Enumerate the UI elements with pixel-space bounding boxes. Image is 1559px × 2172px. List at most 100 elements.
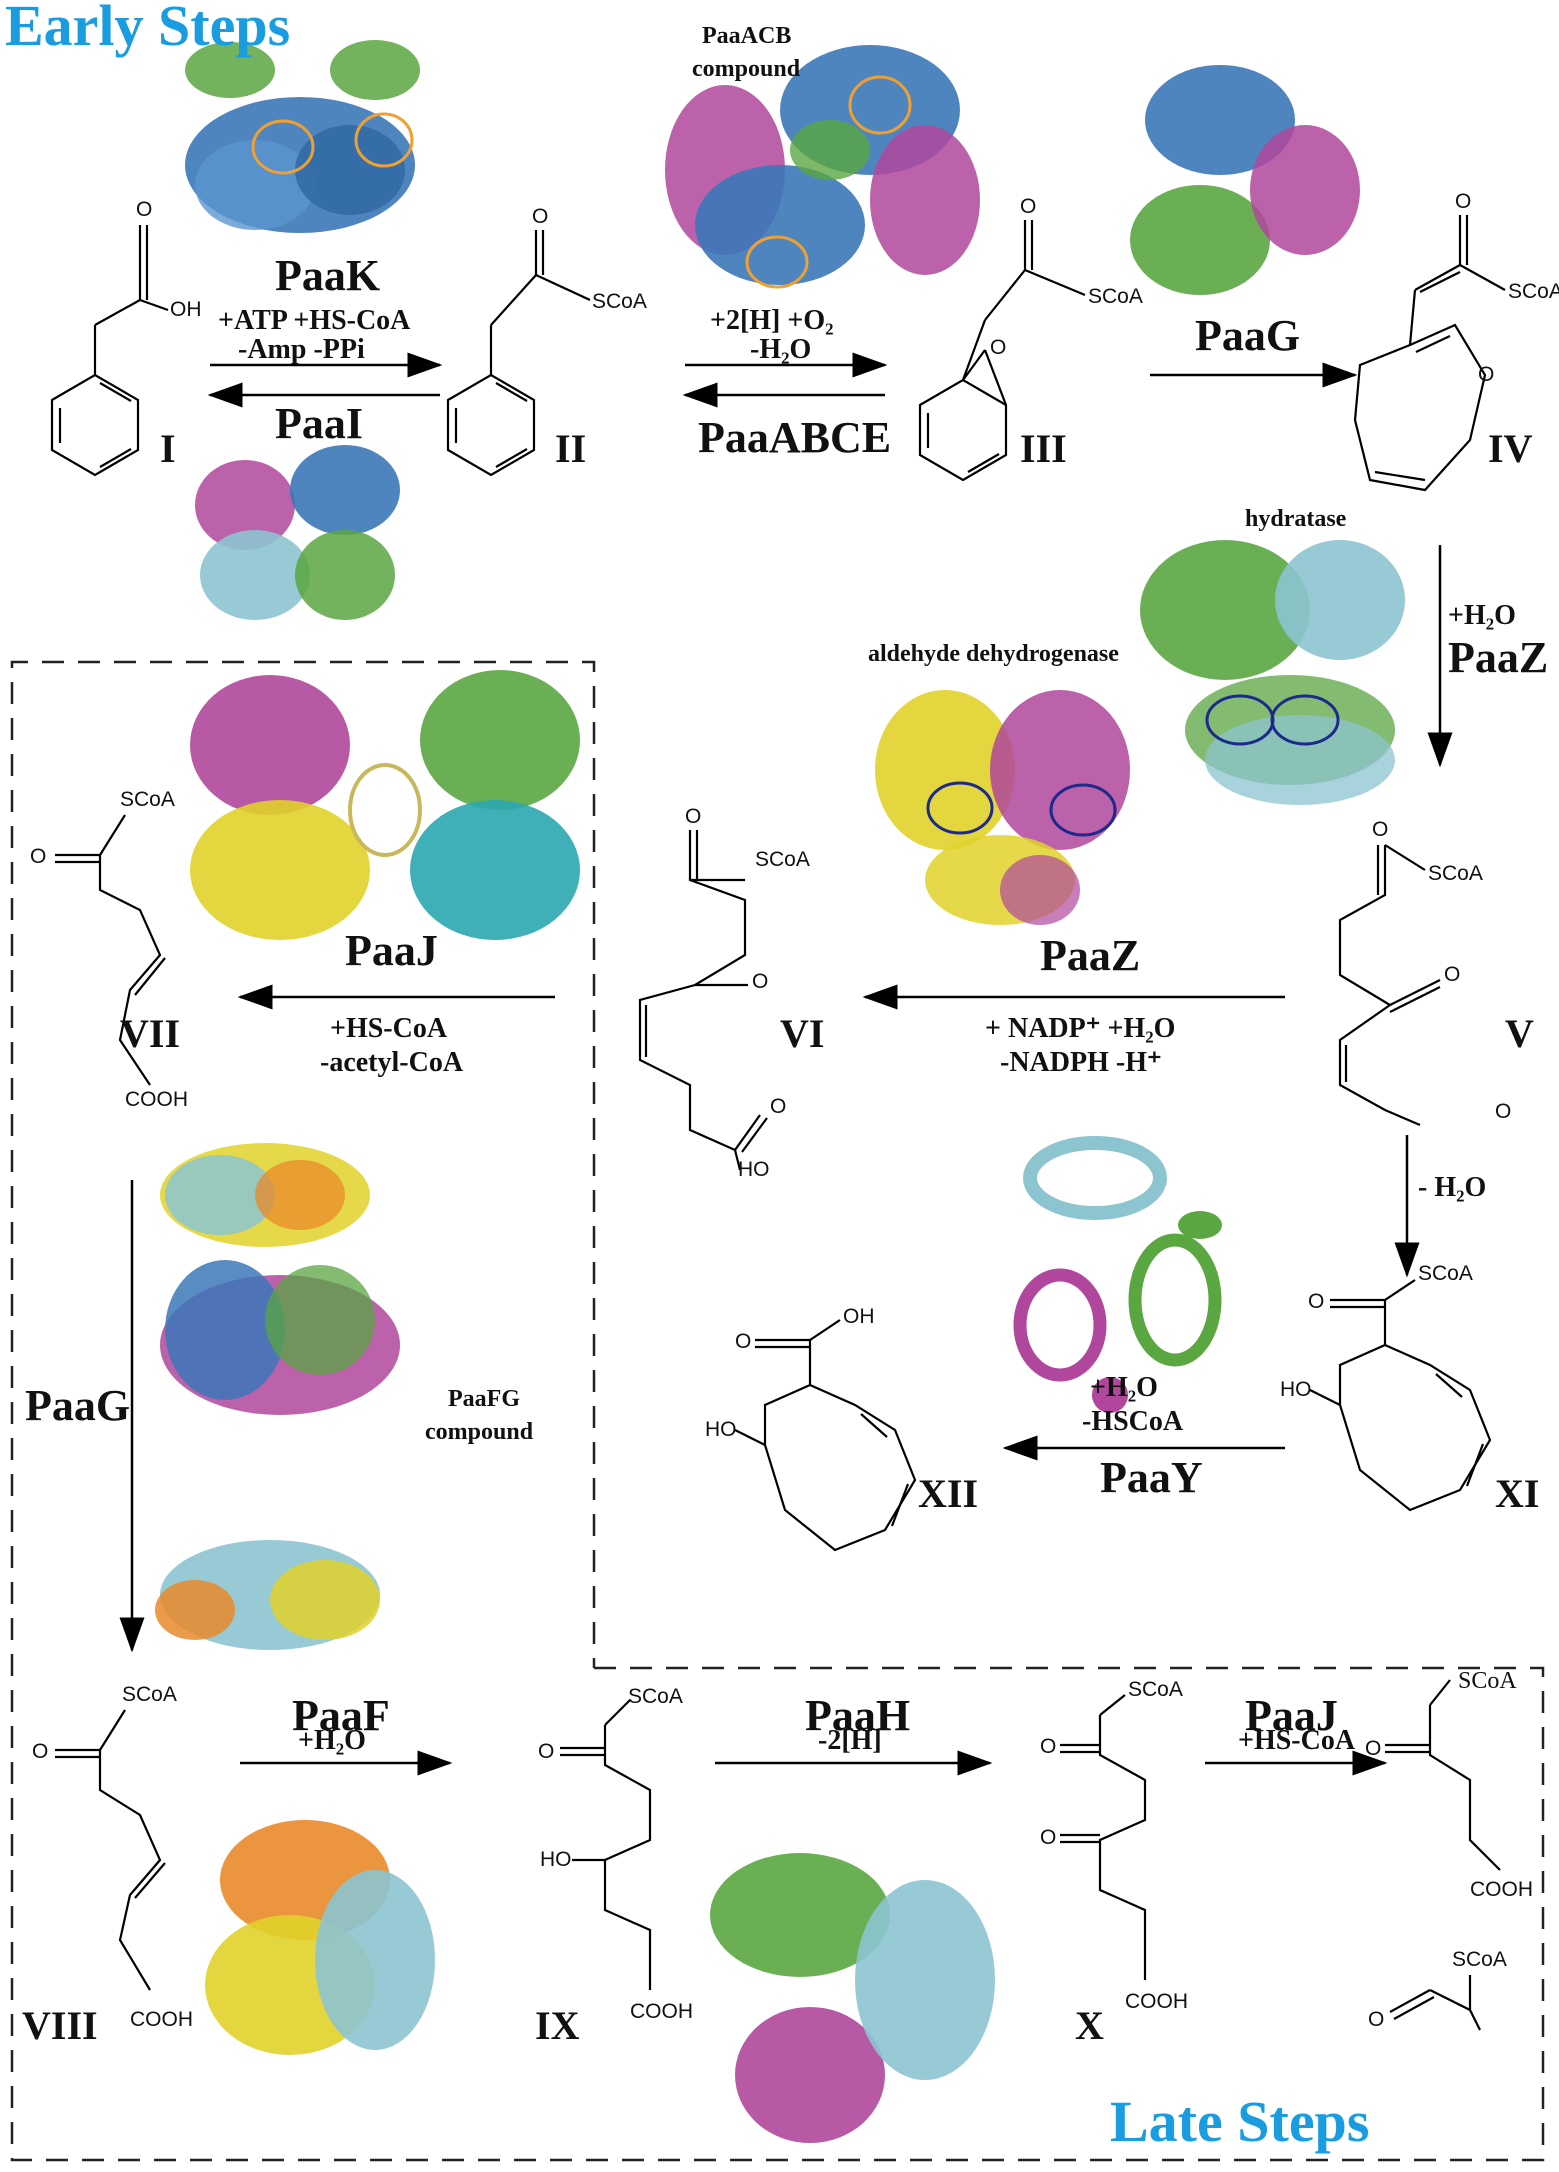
aldehyde-dehydrogenase-structure [875, 690, 1130, 925]
paafg-structure [155, 1143, 400, 1650]
compound-IV: IV [1488, 426, 1533, 471]
paag-top-structure [1130, 65, 1360, 295]
atom-label: O [1365, 1737, 1382, 1760]
atom-label: O [1040, 1735, 1057, 1758]
enzyme-paaj-bottom: PaaJ [1245, 1691, 1338, 1740]
cond-paaf-1: +H₂O [298, 1725, 366, 1756]
atom-label: O [1308, 1290, 1325, 1313]
atom-label: O [1368, 2008, 1385, 2031]
label-paaacb-2: compound [692, 56, 801, 82]
atom-label: O [1455, 190, 1472, 213]
enzyme-paah: PaaH [805, 1691, 911, 1740]
enzyme-paag-top: PaaG [1195, 311, 1301, 360]
enzyme-paai: PaaI [275, 399, 363, 448]
cond-paak-2: -Amp -PPi [238, 334, 365, 365]
atom-label: HO [540, 1848, 572, 1871]
atom-label: COOH [1125, 1990, 1188, 2013]
paaf-structure [205, 1820, 435, 2055]
atom-label: OH [170, 298, 202, 321]
compound-VIII: VIII [22, 2003, 98, 2048]
atom-label: O [752, 970, 769, 993]
late-steps-box [10, 660, 1545, 2162]
cond-paaj-bottom-1: +HS-CoA [1238, 1725, 1356, 1756]
enzyme-paaz-right: PaaZ [1448, 633, 1549, 682]
enzyme-paaf: PaaF [292, 1691, 390, 1740]
compound-V: V [1505, 1011, 1534, 1056]
atom-label: SCoA [755, 848, 810, 871]
paak-structure [185, 40, 420, 233]
atom-label: O [1495, 1100, 1512, 1123]
atom-label: HO [705, 1418, 737, 1441]
cond-paaabce-1: +2[H] +O₂ [710, 305, 834, 336]
cond-paaj-mid-1: +HS-CoA [330, 1013, 448, 1044]
late-steps-title: Late Steps [1110, 2089, 1370, 2154]
label-paafg-2: compound [425, 1419, 534, 1445]
atom-label: O [136, 198, 153, 221]
paah-structure [710, 1853, 995, 2143]
enzyme-paaz-mid: PaaZ [1040, 931, 1141, 980]
atom-label: HO [738, 1158, 770, 1181]
compound-VII: VII [120, 1011, 181, 1056]
cond-paak-1: +ATP +HS-CoA [218, 305, 411, 336]
atom-label: SCoA [120, 788, 175, 811]
paai-structure [195, 445, 400, 620]
atom-label: O [1040, 1826, 1057, 1849]
atom-label: O [1020, 195, 1037, 218]
atom-label: O [1478, 363, 1495, 386]
atom-label: HO [1280, 1378, 1312, 1401]
enzyme-paak: PaaK [275, 251, 381, 300]
atom-label: SCoA [628, 1685, 683, 1708]
compound-XII: XII [918, 1471, 979, 1516]
compound-I: I [160, 426, 176, 471]
compound-III: III [1020, 426, 1067, 471]
atom-label: COOH [630, 2000, 693, 2023]
atom-label: O [30, 845, 47, 868]
hydratase-structure [1140, 540, 1405, 805]
enzyme-paay: PaaY [1100, 1453, 1203, 1502]
compound-VI: VI [780, 1011, 825, 1056]
enzyme-paaabce: PaaABCE [698, 413, 892, 462]
paaacb-structure [665, 45, 980, 289]
cond-paaz-right-1: +H₂O [1448, 600, 1516, 631]
enzyme-paaj-mid: PaaJ [345, 926, 438, 975]
cond-dehydration: - H₂O [1418, 1172, 1487, 1203]
label-aldehyde-dehydrogenase: aldehyde dehydrogenase [868, 641, 1119, 667]
atom-label: SCoA [1418, 1262, 1473, 1285]
cond-paaz-mid-2: -NADPH -H⁺ [1000, 1047, 1162, 1078]
cond-paah-1: -2[H] [818, 1725, 882, 1756]
atom-label: OH [843, 1305, 875, 1328]
compound-II: II [555, 426, 587, 471]
paay-structure [1013, 1136, 1222, 1413]
atom-label: COOH [1470, 1878, 1533, 1901]
atom-label: O [32, 1740, 49, 1763]
atom-label: O [538, 1740, 555, 1763]
atom-label: O [685, 805, 702, 828]
cond-paaj-mid-2: -acetyl-CoA [320, 1047, 464, 1078]
compound-XI: XI [1495, 1471, 1540, 1516]
early-steps-title: Early Steps [5, 0, 291, 58]
label-paafg-1: PaaFG [448, 1386, 520, 1412]
cond-paaabce-2: -H₂O [750, 334, 812, 365]
compound-IX: IX [535, 2003, 580, 2048]
atom-label: O [1444, 963, 1461, 986]
reaction-arrows [119, 352, 1453, 1776]
atom-label: COOH [130, 2008, 193, 2031]
cond-paay-2: -HSCoA [1082, 1406, 1184, 1437]
atom-label: SCoA [1428, 862, 1483, 885]
molecule-bonds [50, 215, 1506, 2031]
cond-paaz-mid-1: + NADP⁺ +H₂O [985, 1013, 1176, 1044]
atom-label: O [1372, 818, 1389, 841]
atom-label: SCoA [122, 1683, 177, 1706]
atom-label: O [532, 205, 549, 228]
atom-label: O [735, 1330, 752, 1353]
atom-label: SCoA [1452, 1948, 1507, 1971]
atom-label: O [990, 336, 1007, 359]
compound-X: X [1075, 2003, 1104, 2048]
atom-label: SCoA [592, 290, 647, 313]
label-hydratase: hydratase [1245, 506, 1347, 532]
atom-label: SCoA [1128, 1678, 1183, 1701]
enzyme-paag-left: PaaG [25, 1381, 131, 1430]
label-paaacb-1: PaaACB [702, 23, 792, 49]
atom-label: O [770, 1095, 787, 1118]
